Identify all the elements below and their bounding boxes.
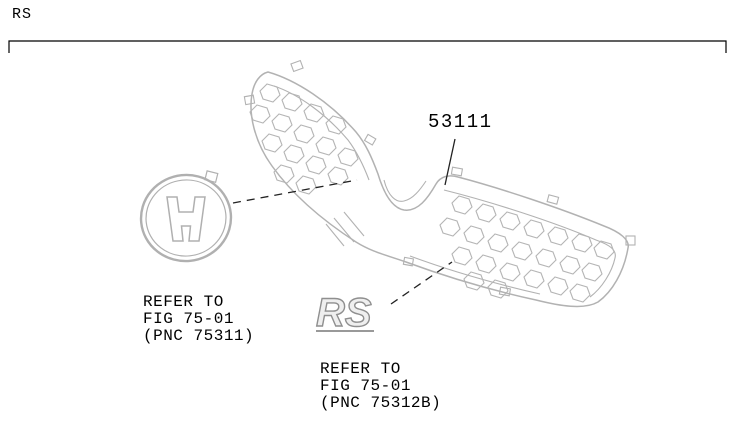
note-line: FIG 75-01 — [143, 310, 234, 328]
frame-corner-label: RS — [12, 6, 33, 23]
grille-outline — [250, 71, 629, 308]
leader-line-emblem — [232, 179, 358, 204]
h-logo-icon — [166, 196, 206, 242]
note-line: REFER TO — [143, 293, 224, 311]
rs-badge: RS — [315, 290, 374, 336]
leader-line-badge — [390, 261, 453, 305]
grille-clips — [243, 59, 636, 297]
rs-badge-text: RS — [316, 291, 372, 335]
circle-emblem — [139, 170, 233, 263]
leader-line-part-number — [444, 138, 456, 186]
note-line: (PNC 75312B) — [320, 394, 442, 412]
badge-refer-note: REFER TO FIG 75-01 (PNC 75312B) — [320, 361, 441, 412]
note-line: (PNC 75311) — [143, 327, 255, 345]
frame-border — [8, 40, 727, 53]
grille-drawing — [243, 59, 636, 308]
note-line: REFER TO — [320, 360, 401, 378]
note-line: FIG 75-01 — [320, 377, 411, 395]
part-number-label: 53111 — [428, 111, 493, 133]
emblem-refer-note: REFER TO FIG 75-01 (PNC 75311) — [143, 294, 254, 345]
